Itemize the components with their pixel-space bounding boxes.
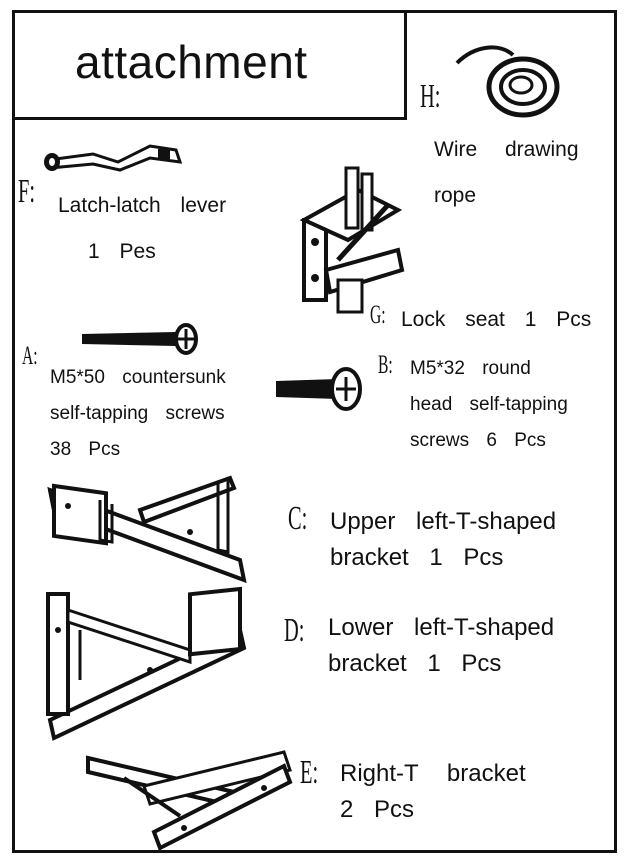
part-d-letter: D: bbox=[284, 612, 305, 649]
part-b-label-3: screws 6 Pcs bbox=[410, 430, 546, 451]
part-d-label-2: bracket 1 Pcs bbox=[328, 650, 502, 677]
page-title: attachment bbox=[75, 36, 308, 88]
part-e-label-2: 2 Pcs bbox=[340, 796, 415, 823]
part-a-letter: A: bbox=[22, 341, 38, 370]
lower-t-bracket-illustration bbox=[46, 586, 247, 741]
title-box: attachment bbox=[12, 10, 407, 120]
latch-lever-illustration bbox=[44, 144, 183, 172]
upper-t-bracket-illustration bbox=[47, 475, 247, 584]
countersunk-screw-illustration bbox=[82, 323, 198, 355]
part-h-label-1: Wire drawing bbox=[434, 138, 579, 161]
part-a-label-2: self-tapping screws bbox=[50, 403, 225, 424]
right-t-bracket-illustration bbox=[86, 750, 293, 851]
part-g-label-1: Lock seat 1 Pcs bbox=[401, 308, 592, 331]
part-h-letter: H: bbox=[420, 78, 441, 115]
part-c-letter: C: bbox=[288, 500, 308, 537]
lock-seat-illustration bbox=[299, 166, 405, 314]
part-b-letter: B: bbox=[378, 350, 393, 379]
part-e-label-1: Right-T bracket bbox=[340, 760, 526, 787]
part-e-letter: E: bbox=[300, 754, 319, 791]
wire-rope-illustration bbox=[455, 45, 560, 118]
round-head-screw-illustration bbox=[276, 367, 362, 411]
part-f-letter: F: bbox=[18, 173, 36, 210]
part-f-label-1: Latch-latch lever bbox=[58, 194, 227, 217]
part-d-label-1: Lower left-T-shaped bbox=[328, 614, 555, 641]
part-b-label-2: head self-tapping bbox=[410, 394, 568, 415]
part-a-label-3: 38 Pcs bbox=[50, 439, 121, 460]
part-c-label-2: bracket 1 Pcs bbox=[330, 544, 504, 571]
part-h-label-2: rope bbox=[434, 184, 477, 207]
part-g-letter: G: bbox=[370, 300, 386, 329]
part-c-label-1: Upper left-T-shaped bbox=[330, 508, 557, 535]
part-f-label-2: 1 Pes bbox=[88, 240, 156, 263]
part-a-label-1: M5*50 countersunk bbox=[50, 367, 226, 388]
part-b-label-1: M5*32 round bbox=[410, 358, 531, 379]
